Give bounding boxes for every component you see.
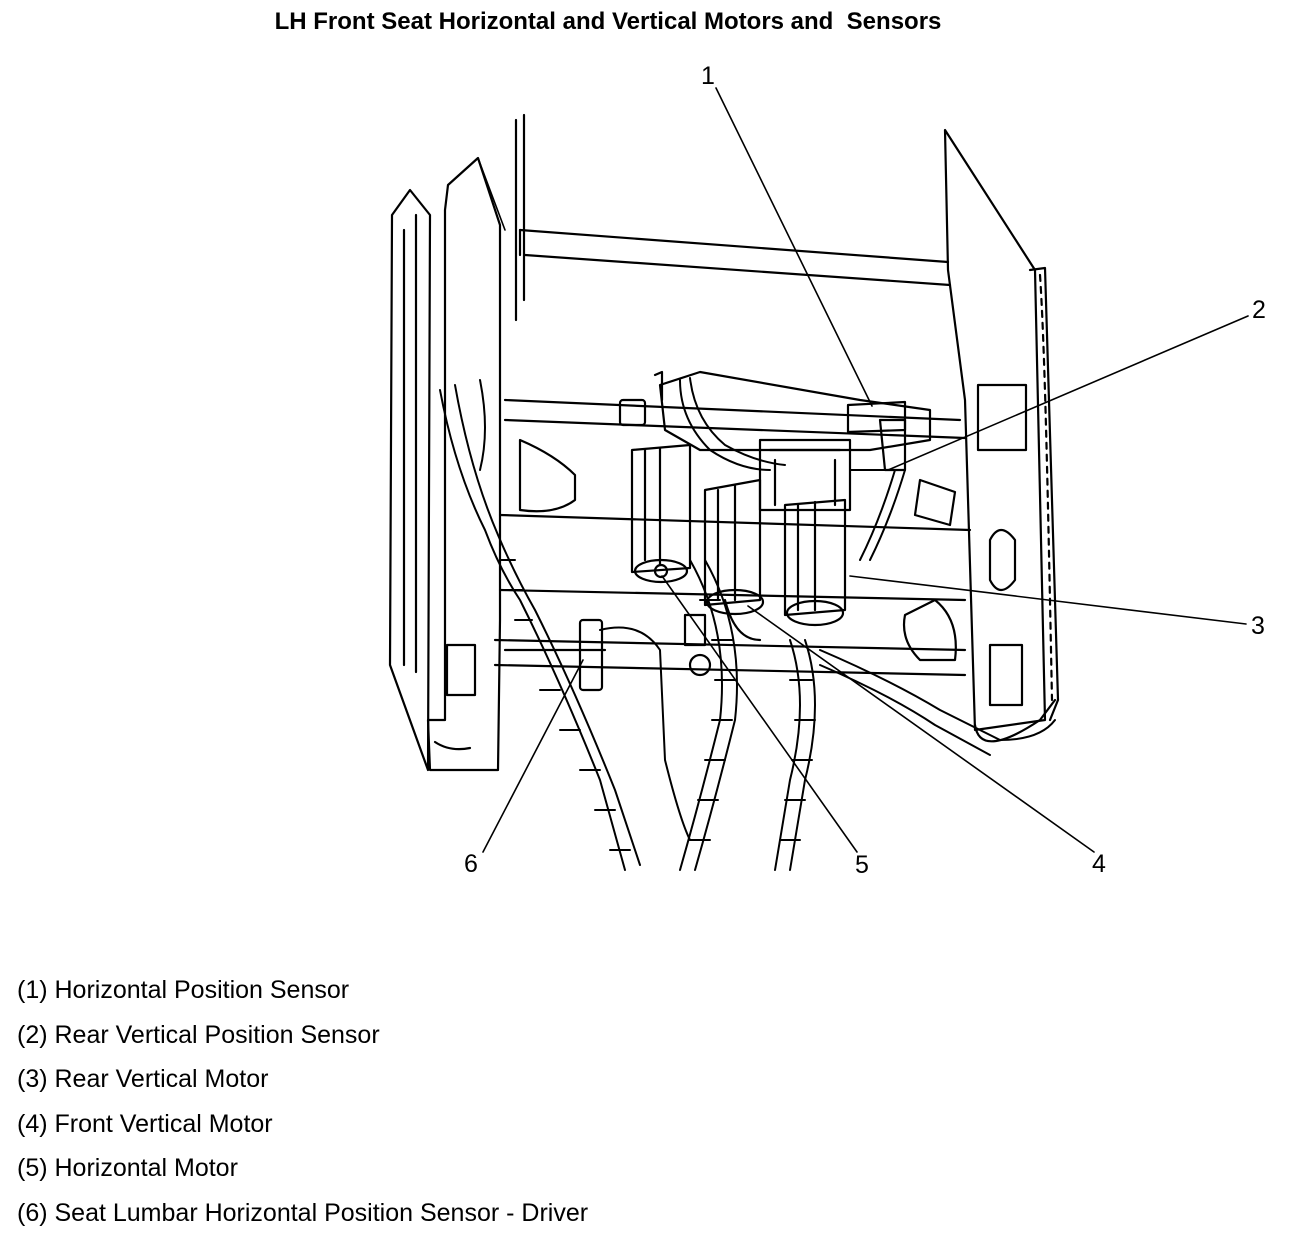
legend-item: (6) Seat Lumbar Horizontal Position Sens… bbox=[17, 1198, 589, 1227]
legend-item: (3) Rear Vertical Motor bbox=[17, 1065, 269, 1094]
front-vertical-motor bbox=[703, 478, 765, 642]
leader-line-6b bbox=[477, 157, 506, 231]
callout-3: 3 bbox=[1251, 612, 1265, 640]
callout-1: 1 bbox=[701, 62, 715, 90]
rear-vertical-motor bbox=[783, 498, 847, 627]
leader-line-6 bbox=[482, 659, 584, 853]
cross-tubes bbox=[493, 228, 972, 677]
right-frame-rail bbox=[943, 128, 1060, 743]
leader-line-3 bbox=[849, 575, 1247, 625]
wiring-harness bbox=[439, 377, 1056, 871]
leader-line-4 bbox=[747, 605, 1095, 853]
callout-5: 5 bbox=[855, 851, 869, 879]
legend-item: (4) Front Vertical Motor bbox=[17, 1109, 273, 1138]
seat-motor-diagram: 1 2 3 4 5 6 bbox=[388, 62, 1266, 879]
motor-bracket bbox=[658, 370, 932, 472]
leader-line-2 bbox=[887, 315, 1249, 471]
leader-line-5 bbox=[661, 575, 858, 853]
legend-list: (1) Horizontal Position Sensor (2) Rear … bbox=[17, 968, 588, 1236]
horizontal-motor bbox=[630, 443, 692, 584]
left-frame-rail bbox=[388, 113, 526, 772]
connector bbox=[578, 370, 712, 692]
legend-item: (2) Rear Vertical Position Sensor bbox=[17, 1020, 380, 1049]
leader-line-1 bbox=[715, 87, 873, 407]
callout-6: 6 bbox=[464, 850, 478, 878]
legend-item: (5) Horizontal Motor bbox=[17, 1154, 238, 1183]
page-title: LH Front Seat Horizontal and Vertical Mo… bbox=[274, 8, 942, 35]
gear-box bbox=[758, 438, 852, 512]
callout-4: 4 bbox=[1092, 850, 1106, 878]
callout-2: 2 bbox=[1252, 296, 1266, 324]
legend-item: (1) Horizontal Position Sensor bbox=[17, 976, 350, 1004]
leader-lines bbox=[477, 87, 1249, 853]
